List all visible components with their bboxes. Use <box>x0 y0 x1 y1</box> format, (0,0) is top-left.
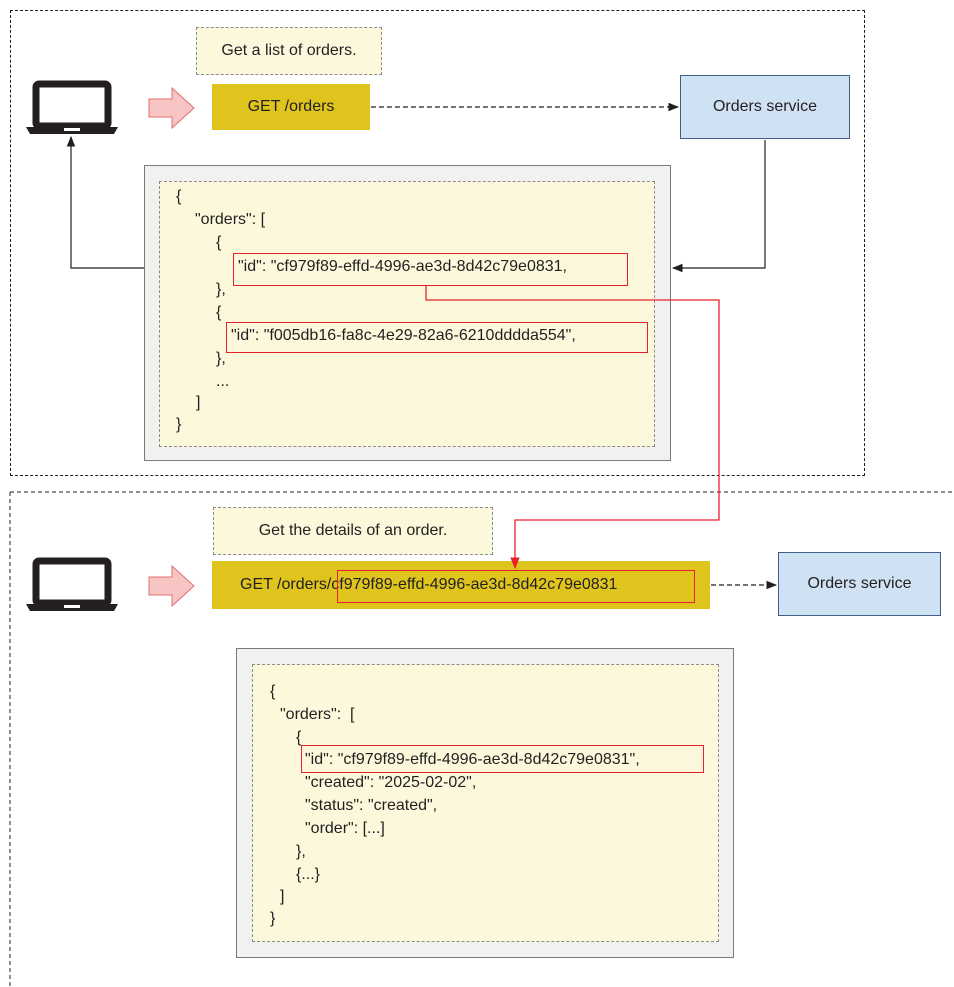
top-line-9: ] <box>196 394 201 411</box>
bottom-line-5: "status": "created", <box>305 797 438 814</box>
bottom-note: Get the details of an order. <box>213 507 493 555</box>
top-line-5: { <box>216 304 222 321</box>
bottom-orders-service: Orders service <box>778 552 941 616</box>
service-to-response-arrow <box>671 140 766 273</box>
top-response-body <box>159 181 655 447</box>
id-reference-arrow <box>425 286 720 570</box>
bottom-line-1: "orders": [ <box>280 706 355 723</box>
bottom-response-body <box>252 664 719 942</box>
bottom-line-3: "id": "cf979f89-effd-4996-ae3d-8d42c79e0… <box>305 751 640 768</box>
top-line-0: { <box>176 188 182 205</box>
top-line-10: } <box>176 416 182 433</box>
top-id-highlight-2 <box>226 322 648 353</box>
response-to-client-arrow <box>66 135 144 269</box>
bottom-note-text: Get the details of an order. <box>258 522 448 539</box>
laptop-icon <box>26 80 118 134</box>
right-arrow-icon <box>148 86 195 130</box>
bottom-request-id: /cf979f89-effd-4996-ae3d-8d42c79e0831 <box>326 576 618 593</box>
top-id-highlight-1 <box>233 253 628 286</box>
top-request-text: GET /orders <box>247 98 335 115</box>
top-line-3: "id": "cf979f89-effd-4996-ae3d-8d42c79e0… <box>238 258 567 275</box>
right-arrow-icon <box>148 564 195 608</box>
bottom-line-7: }, <box>296 843 306 860</box>
top-line-8: ... <box>216 373 230 390</box>
bottom-line-0: { <box>270 683 276 700</box>
top-line-6: "id": "f005db16-fa8c-4e29-82a6-6210dddda… <box>231 327 576 344</box>
bottom-service-label: Orders service <box>807 575 912 592</box>
bottom-request-id-highlight <box>337 570 695 603</box>
bottom-line-10: } <box>270 910 276 927</box>
top-line-7: }, <box>216 350 226 367</box>
bottom-line-6: "order": [...] <box>305 820 385 837</box>
bottom-line-4: "created": "2025-02-02", <box>305 774 477 791</box>
top-line-4: }, <box>216 281 226 298</box>
bottom-request: GET /orders/cf979f89-effd-4996-ae3d-8d42… <box>212 561 710 609</box>
top-orders-service: Orders service <box>680 75 850 139</box>
top-line-1: "orders": [ <box>195 211 266 228</box>
top-service-label: Orders service <box>712 98 818 115</box>
bottom-line-8: {...} <box>296 866 321 883</box>
top-request: GET /orders <box>212 84 370 130</box>
bottom-request-prefix: GET /orders <box>240 576 327 593</box>
top-note-text: Get a list of orders. <box>221 42 357 59</box>
bottom-line-2: { <box>296 729 302 746</box>
top-note: Get a list of orders. <box>196 27 382 75</box>
laptop-icon <box>26 557 118 611</box>
bottom-line-9: ] <box>280 888 285 905</box>
top-panel <box>10 10 865 476</box>
top-line-2: { <box>216 234 222 251</box>
bottom-id-highlight <box>301 745 704 773</box>
